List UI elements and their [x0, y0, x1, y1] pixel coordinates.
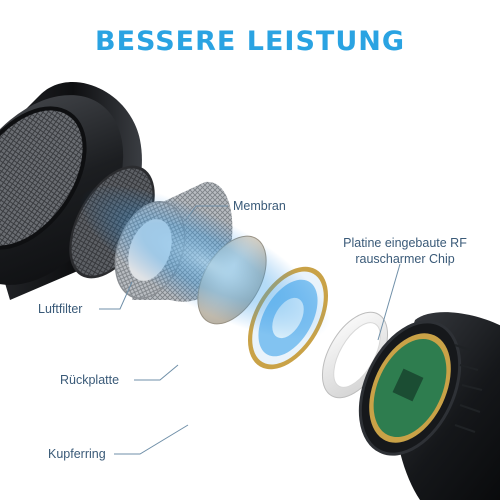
callout-kupferring: Kupferring: [48, 447, 106, 461]
callout-lines: [99, 205, 401, 455]
callout-platine: Platine eingebaute RF rauscharmer Chip: [330, 235, 480, 267]
microphone-body-icon: [358, 312, 500, 500]
callout-rueckplatte: Rückplatte: [60, 373, 120, 387]
callout-platine-line2: rauscharmer Chip: [355, 252, 455, 266]
callout-membran: Membran: [233, 199, 286, 213]
signal-glow: [79, 184, 331, 340]
callout-luftfilter: Luftfilter: [38, 302, 83, 316]
headline: BESSERE LEISTUNG: [94, 26, 406, 57]
callout-platine-line1: Platine eingebaute RF: [343, 236, 467, 250]
